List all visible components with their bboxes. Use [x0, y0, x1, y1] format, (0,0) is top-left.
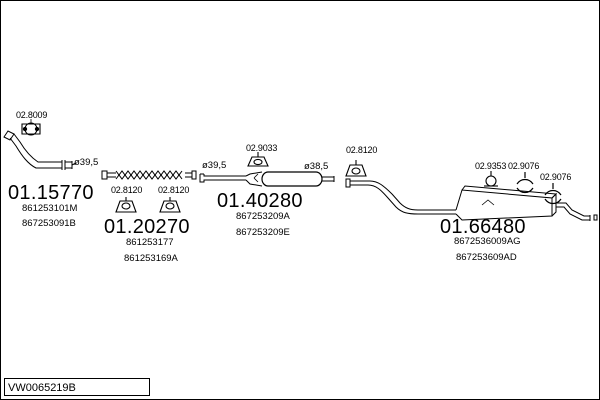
oem-number: 8672536009AG [454, 236, 521, 247]
oem-number: 867253209E [236, 227, 290, 238]
oem-number: 867253091B [22, 218, 76, 229]
fitting-number: 02.9076 [540, 172, 572, 182]
fitting-number: 02.8120 [346, 145, 378, 155]
fitting-number: 02.9033 [246, 143, 278, 153]
hanger-icon [484, 171, 498, 187]
front-pipe [3, 130, 77, 170]
hanger-icon [159, 197, 181, 213]
rear-silencer [345, 178, 598, 221]
hanger-icon [516, 172, 534, 194]
part-number: 01.15770 [8, 182, 94, 204]
diagram-code-box: VW0065219B [4, 378, 150, 396]
hanger-icon [544, 183, 562, 205]
clamp-icon [21, 122, 41, 136]
middle-silencer [199, 171, 335, 187]
fitting-number: 02.8009 [16, 110, 48, 120]
flex-pipe [101, 170, 197, 180]
oem-number: 861253169A [124, 253, 178, 264]
fitting-number: 02.9076 [508, 161, 540, 171]
hanger-icon [345, 160, 367, 177]
part-number: 01.66480 [440, 216, 526, 238]
part-number: 01.20270 [104, 216, 190, 238]
fitting-number: 02.8120 [158, 185, 190, 195]
diameter-label: ø39,5 [202, 160, 227, 171]
oem-number: 861253101M [22, 203, 78, 214]
diameter-label: ø39,5 [74, 157, 99, 168]
part-number: 01.40280 [217, 190, 303, 212]
hanger-icon [247, 152, 269, 167]
fitting-number: 02.9353 [475, 161, 507, 171]
fitting-number: 02.8120 [111, 185, 143, 195]
oem-number: 867253209A [236, 211, 290, 222]
diagram-code: VW0065219B [8, 382, 76, 394]
hanger-icon [115, 197, 137, 213]
oem-number: 861253177 [126, 237, 174, 248]
oem-number: 867253609AD [456, 252, 517, 263]
diameter-label: ø38,5 [304, 161, 329, 172]
